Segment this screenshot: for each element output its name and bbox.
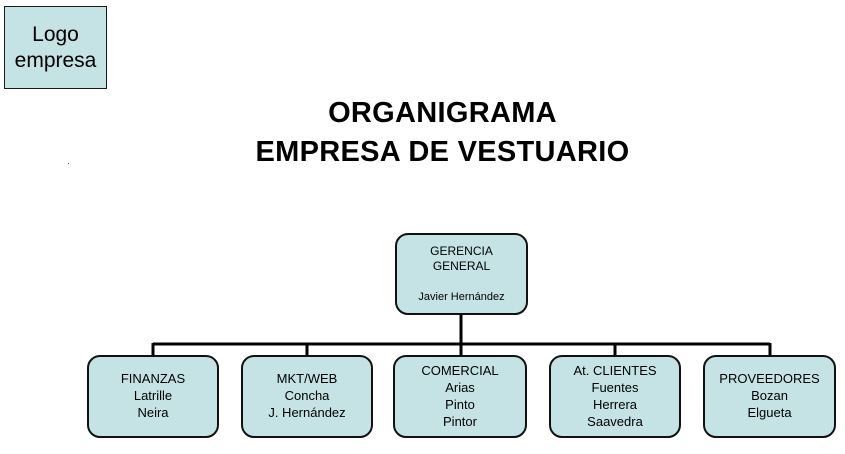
node-comercial: COMERCIAL Arias Pinto Pintor bbox=[393, 355, 527, 438]
chart-title: ORGANIGRAMA bbox=[328, 97, 557, 129]
node-member: Arias bbox=[445, 379, 475, 395]
node-member: Elgueta bbox=[747, 405, 792, 420]
node-title-line-2: GENERAL bbox=[432, 258, 491, 273]
stray-dot bbox=[68, 163, 69, 164]
node-member: Neira bbox=[137, 405, 169, 420]
logo-line-2: empresa bbox=[14, 48, 97, 72]
node-member: Latrille bbox=[133, 388, 173, 403]
node-at-clientes: At. CLIENTES Fuentes Herrera Saavedra bbox=[549, 355, 681, 438]
node-spacer bbox=[397, 274, 526, 290]
node-mkt-web: MKT/WEB Concha J. Hernández bbox=[241, 355, 373, 438]
logo-line-1: Logo bbox=[32, 22, 79, 46]
node-member: J. Hernández bbox=[268, 405, 346, 420]
node-title: PROVEEDORES bbox=[719, 371, 820, 386]
node-title: At. CLIENTES bbox=[573, 362, 657, 378]
node-title: FINANZAS bbox=[120, 371, 186, 386]
node-finanzas: FINANZAS Latrille Neira bbox=[87, 355, 219, 438]
node-member: Pintor bbox=[443, 413, 477, 429]
node-title: MKT/WEB bbox=[276, 371, 338, 386]
node-title-line-1: GERENCIA bbox=[430, 243, 493, 258]
node-member: Pinto bbox=[445, 396, 475, 412]
node-member: Fuentes bbox=[591, 379, 639, 395]
node-member: Concha bbox=[284, 388, 330, 403]
node-member: Bozan bbox=[751, 388, 788, 403]
company-logo-placeholder: Logo empresa bbox=[4, 6, 107, 89]
node-gerencia-general: GERENCIA GENERAL Javier Hernández bbox=[395, 233, 528, 315]
node-member: Saavedra bbox=[587, 413, 643, 429]
chart-subtitle: EMPRESA DE VESTUARIO bbox=[255, 136, 630, 168]
node-title: COMERCIAL bbox=[421, 362, 499, 378]
node-member: Herrera bbox=[592, 396, 638, 412]
node-person: Javier Hernández bbox=[418, 290, 505, 303]
node-proveedores: PROVEEDORES Bozan Elgueta bbox=[703, 355, 836, 438]
